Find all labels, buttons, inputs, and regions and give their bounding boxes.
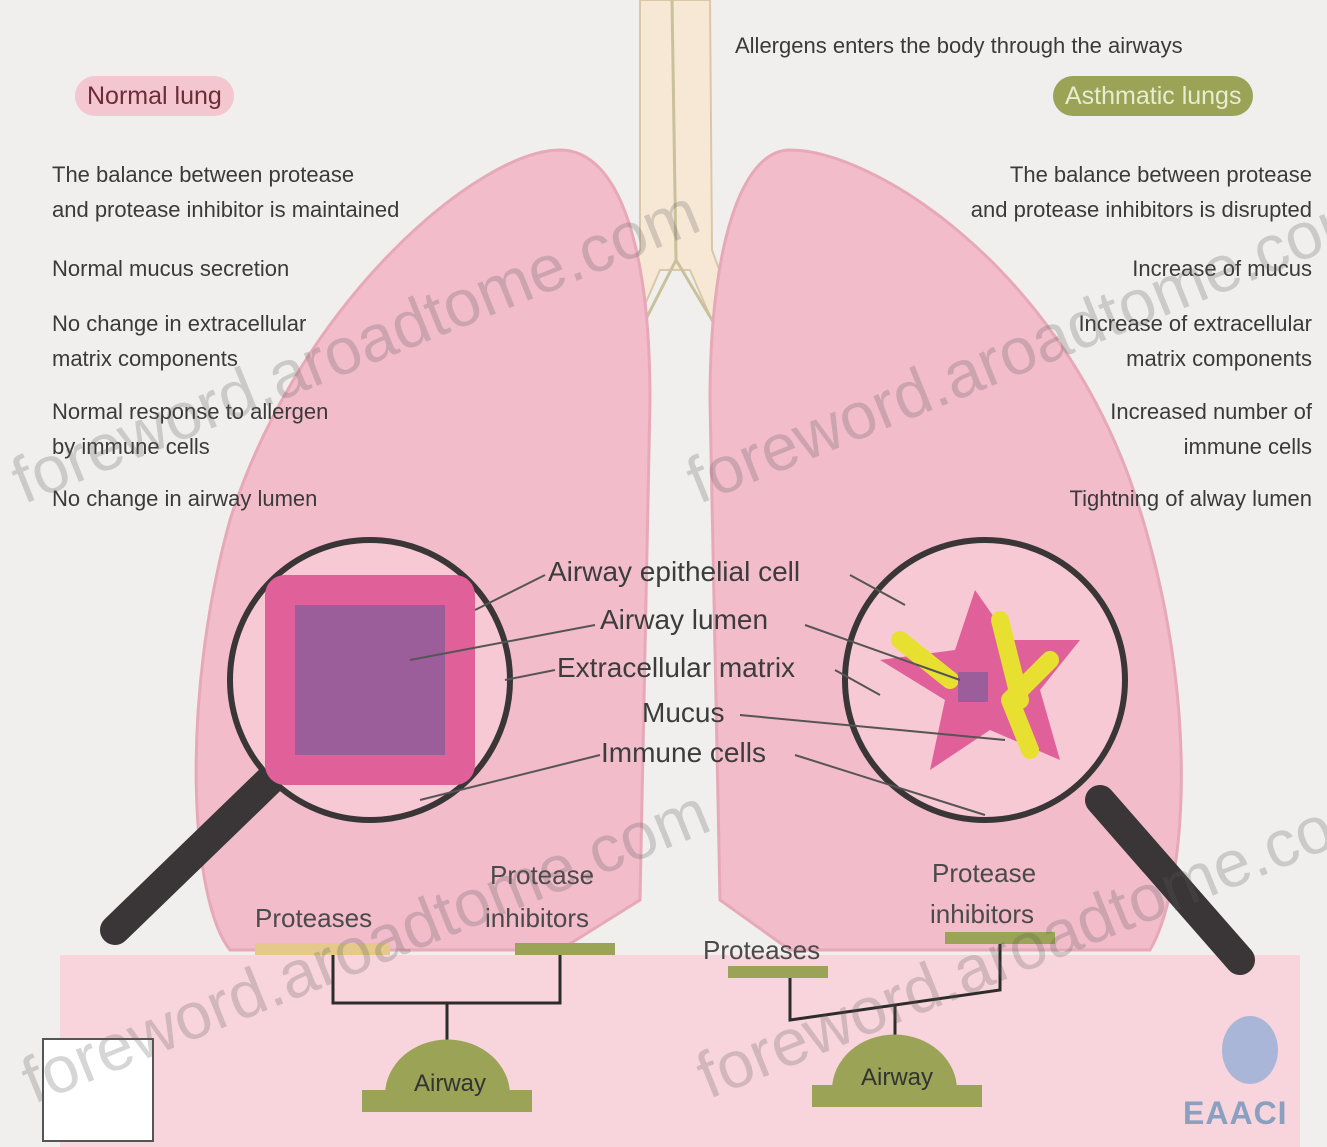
normal-lung-badge: Normal lung <box>75 76 234 116</box>
asthma-scale-inhibitors-label-1: Protease <box>932 853 1036 893</box>
label-mucus: Mucus <box>642 697 724 729</box>
asthma-statement-3-line-2: matrix components <box>1126 341 1312 377</box>
left-scale-pan-inhibitors <box>515 943 615 955</box>
eaaci-logo-icon <box>1222 1016 1278 1084</box>
right-lumen <box>958 672 988 702</box>
label-extracellular-matrix: Extracellular matrix <box>557 652 795 684</box>
allergen-caption: Allergens enters the body through the ai… <box>735 28 1183 64</box>
normal-statement-4-line-2: by immune cells <box>52 429 210 465</box>
asthma-scale-proteases-label: Proteases <box>703 930 820 970</box>
normal-statement-5: No change in airway lumen <box>52 481 317 517</box>
normal-scale-proteases-label: Proteases <box>255 898 372 938</box>
label-airway-lumen: Airway lumen <box>600 604 768 636</box>
asthmatic-lung-badge: Asthmatic lungs <box>1053 76 1253 116</box>
normal-statement-3-line-1: No change in extracellular <box>52 306 306 342</box>
normal-statement-1-line-1: The balance between protease <box>52 157 354 193</box>
normal-statement-2: Normal mucus secretion <box>52 251 289 287</box>
left-scale-pan-proteases <box>255 943 390 955</box>
normal-scale-inhibitors-label-1: Protease <box>490 855 594 895</box>
normal-statement-4-line-1: Normal response to allergen <box>52 394 328 430</box>
asthma-statement-2: Increase of mucus <box>1132 251 1312 287</box>
small-table-graphic <box>42 1038 154 1142</box>
asthma-scale-inhibitors-label-2: inhibitors <box>930 894 1034 934</box>
asthma-statement-4-line-2: immune cells <box>1184 429 1312 465</box>
normal-statement-3-line-2: matrix components <box>52 341 238 377</box>
eaaci-logo-text: EAACI <box>1183 1095 1288 1132</box>
asthma-statement-3-line-1: Increase of extracellular <box>1078 306 1312 342</box>
label-airway-epithelial-cell: Airway epithelial cell <box>548 556 800 588</box>
label-immune-cells: Immune cells <box>601 737 766 769</box>
asthma-statement-4-line-1: Increased number of <box>1110 394 1312 430</box>
asthma-statement-1-line-2: and protease inhibitors is disrupted <box>971 192 1312 228</box>
asthma-scale-airway-label: Airway <box>842 1064 952 1092</box>
asthma-statement-5: Tightning of alway lumen <box>1069 481 1312 517</box>
normal-statement-1-line-2: and protease inhibitor is maintained <box>52 192 399 228</box>
asthma-statement-1-line-1: The balance between protease <box>1010 157 1312 193</box>
bottom-background <box>60 955 1300 1147</box>
normal-scale-airway-label: Airway <box>395 1070 505 1098</box>
left-lumen <box>295 605 445 755</box>
normal-scale-inhibitors-label-2: inhibitors <box>485 898 589 938</box>
